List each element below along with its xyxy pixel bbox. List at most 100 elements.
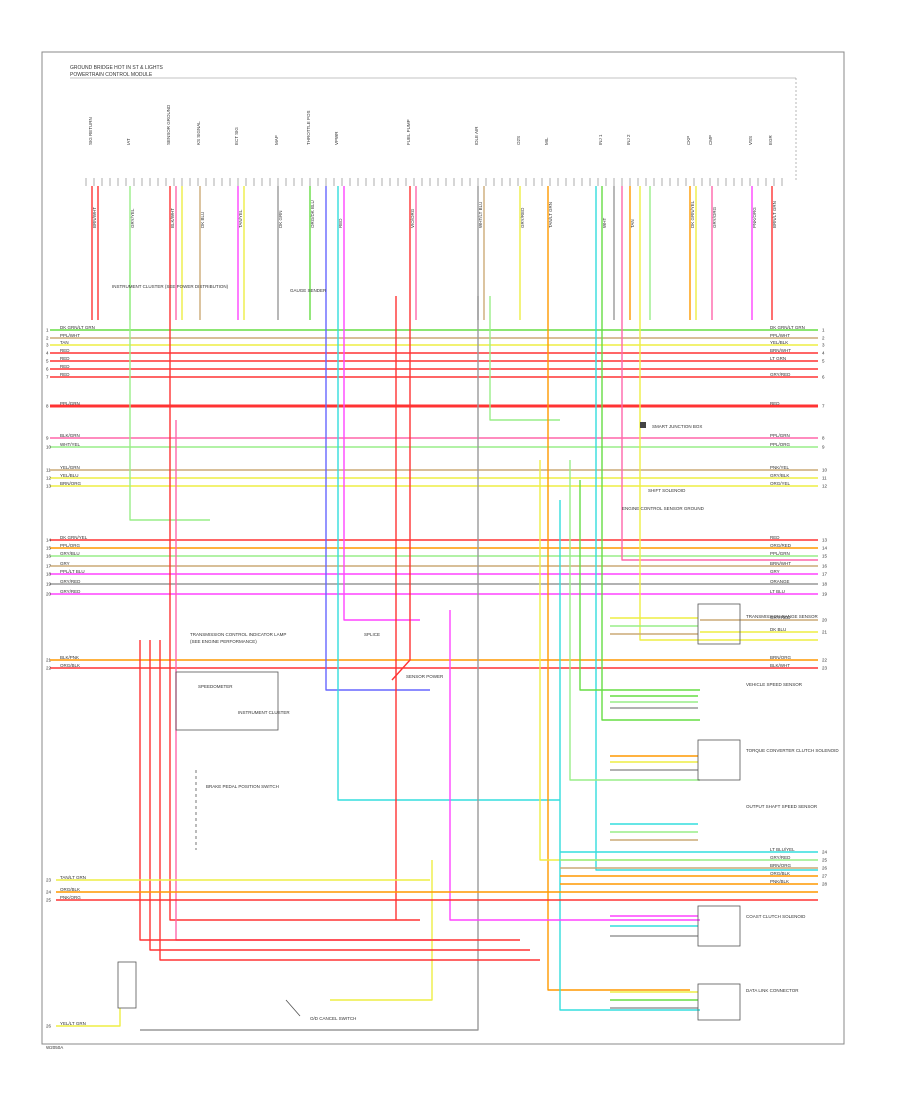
od-cancel-block: O/D CANCEL SWITCH [285,999,356,1021]
left-wire-number: 1 [46,328,49,333]
torque-converter-box [697,739,741,781]
top-pin-wire: DK GRN/YEL [690,200,695,228]
left-wire-number: 4 [46,351,49,356]
wire [175,420,440,941]
left-wire-color: BLK/PNK [60,655,79,660]
instrument-cluster-label: INSTRUMENT CLUSTER [238,710,290,715]
trans-control-label: TRANSMISSION CONTROL INDICATOR LAMP [190,632,286,637]
left-wire-color: YEL/BLU [60,473,79,478]
speedometer-block: SPEEDOMETER INSTRUMENT CLUSTER [175,671,290,731]
trans-control-block: TRANSMISSION CONTROL INDICATOR LAMP (SEE… [190,632,286,644]
top-pin-wire: VIO/ORG [410,208,415,228]
right-wire-number: 10 [822,468,828,473]
right-wire-color: PPL/ORG [770,442,791,447]
left-wire-number: 19 [46,582,52,587]
right-wire-number: 1 [822,328,825,333]
sensor-power-label: SENSOR POWER [406,674,444,679]
left-wire-color: ORG/BLK [60,663,80,668]
top-pin-label: ECT SIG [234,127,239,145]
top-pin-wire: TAN/YEL [238,209,243,228]
engine-control-label: ENGINE CONTROL SENSOR GROUND [622,506,705,511]
speedometer-box [175,671,279,731]
left-wire-number: 6 [46,367,49,372]
vehicle-speed-sensor: VEHICLE SPEED SENSOR [746,682,803,687]
left-wire-color: RED [60,364,70,369]
left-wire-number: 20 [46,592,52,597]
right-wire-color: GRY [770,569,780,574]
top-pin-wire: DK BLU [200,212,205,228]
left-wire-number: 5 [46,359,49,364]
right-wire-color: GRY/BLK [770,473,789,478]
wire [449,610,700,921]
left-wire-number: 12 [46,476,52,481]
left-wire-color: BRN/ORG [60,481,82,486]
wire [139,640,520,941]
right-wire-color: LT BLU [770,589,785,594]
top-pin-label: KS SIGNAL [196,121,201,145]
coast-clutch-block: COAST CLUTCH SOLENOID [697,905,806,947]
left-wire-number: 26 [46,1024,52,1029]
right-wire-color: RED [770,401,780,406]
top-pin-wire: TAN/LT GRN [548,202,553,228]
output-shaft-block: OUTPUT SHAFT SPEED SENSOR [746,804,818,809]
top-pin-label: INJ 2 [626,134,631,145]
left-wire-color: GRY [60,561,70,566]
header-line-1: GROUND BRIDGE HOT IN ST & LIGHTS [70,65,164,71]
right-wire-color: ORG/YEL [770,481,791,486]
left-wire-color: RED [60,356,70,361]
right-wire-color: DK GRN/LT GRN [770,325,805,330]
wire [56,1008,121,1027]
top-pin-label: MAP [274,135,279,145]
torque-converter-label: TORQUE CONVERTER CLUTCH SOLENOID [746,748,839,753]
top-pin-label: INJ 1 [598,134,603,145]
right-wire-color: BRN/WHT [770,561,791,566]
right-wire-number: 22 [822,658,828,663]
data-link-block: DATA LINK CONNECTOR [697,983,799,1021]
top-pin-label: IAT [126,138,131,145]
output-shaft-label: OUTPUT SHAFT SPEED SENSOR [746,804,818,809]
left-wire-number: 22 [46,666,52,671]
wire [330,860,433,1001]
left-wire-color: YEL/GRN [60,465,80,470]
wire [595,320,818,871]
right-wire-number: 20 [822,618,828,623]
right-wire-number: 19 [822,592,828,597]
transmission-range-sensor: TRANSMISSION RANGE SENSOR [697,603,819,645]
left-wire-number: 2 [46,336,49,341]
right-wire-color: ORG/BLK [770,871,790,876]
splice-mid-label: SPLICE [364,632,380,637]
left-wire-color: PPL/GRN [60,401,80,406]
left-wire-color: RED [60,348,70,353]
right-wire-color: PPL/WHT [770,333,790,338]
right-wire-number: 24 [822,850,828,855]
right-wire-number: 17 [822,572,828,577]
top-pin-wire: WHT [602,218,607,228]
top-pin-label: VPWR [334,131,339,145]
left-wire-number: 8 [46,404,49,409]
instrument-cluster-top-block: INSTRUMENT CLUSTER (SEE POWER DISTRIBUTI… [112,284,229,289]
left-wire-number: 25 [46,898,52,903]
right-wire-color: GRY/RED [770,615,791,620]
left-wire-number: 17 [46,564,52,569]
top-pin-label: THROTTLE POS [306,110,311,145]
gauge-sender-label: GAUGE SENDER [290,288,327,293]
right-wire-number: 14 [822,546,828,551]
top-pin-label: O2S [516,136,521,145]
right-wire-number: 4 [822,351,825,356]
top-pin-wire: RED [338,218,343,228]
top-pin-wire: GRY/RED [520,207,525,228]
right-wire-color: BLK/WHT [770,663,790,668]
left-wire-number: 18 [46,572,52,577]
wire [547,320,690,991]
left-wire-color: GRY/RED [60,579,81,584]
right-wire-color: BRN/ORG [770,655,792,660]
shift-solenoid-label: SHIFT SOLENOID [648,488,686,493]
sensor-power-block: SENSOR POWER [406,674,444,679]
top-pin-wire: BRN/WHT [92,207,97,228]
smart-junction-label: SMART JUNCTION BOX [652,424,702,429]
left-wire-color: DK GRN/LT GRN [60,325,95,330]
left-wire-number: 14 [46,538,52,543]
top-pin-label: EGR [768,134,773,145]
left-wire-number: 23 [46,878,52,883]
